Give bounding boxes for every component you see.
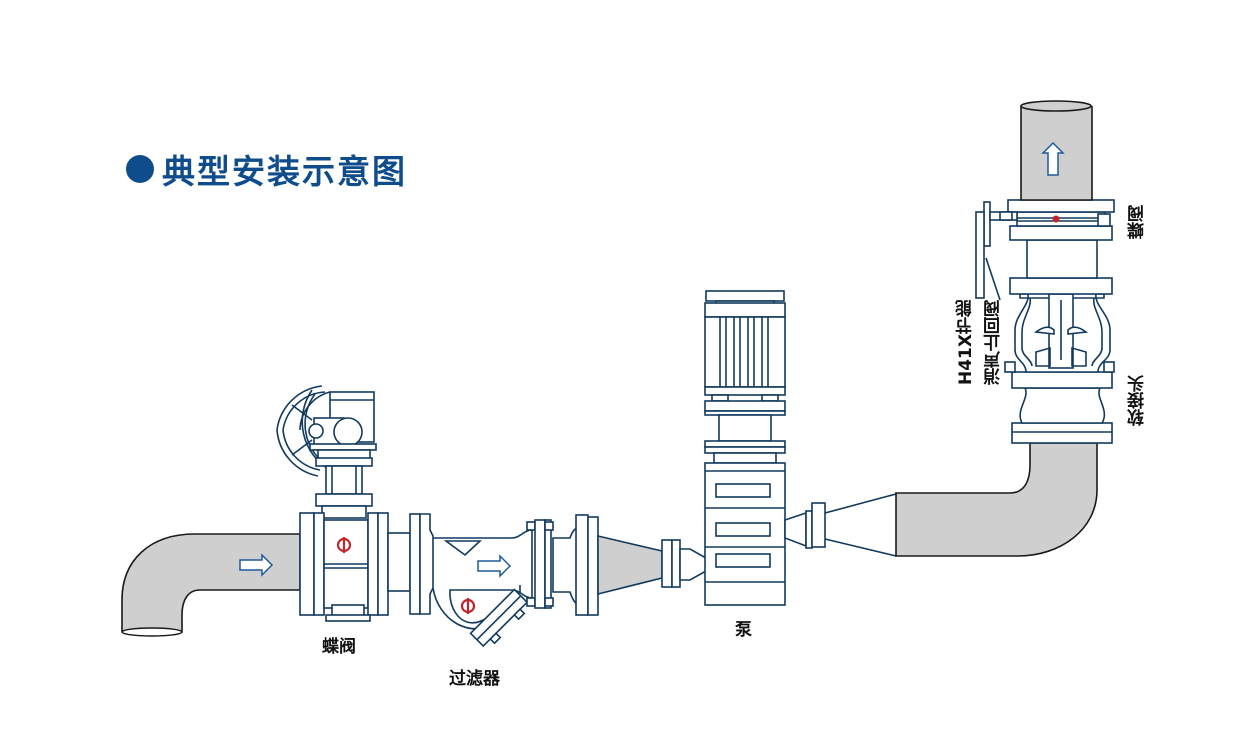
flow-arrow-icon	[239, 553, 274, 577]
title-text: 典型安装示意图	[162, 152, 407, 191]
label-check-valve-line2: 消声止回阀	[984, 300, 1004, 385]
reducer-cone	[597, 534, 663, 596]
label-butterfly-valve: 蝶阀	[322, 637, 356, 657]
y-strainer	[409, 513, 554, 648]
label-flexible-joint: 软接头	[1128, 375, 1148, 426]
outlet-elbow-pipe	[895, 442, 1098, 557]
silent-check-valve	[1004, 277, 1115, 373]
diagram-title: 典型安装示意图	[126, 145, 407, 193]
strainer-marker-icon	[460, 598, 476, 614]
vertical-pump	[704, 290, 786, 606]
label-pump: 泵	[735, 620, 752, 640]
label-butterfly-valve-top: 蝶阀	[1128, 205, 1148, 239]
flexible-joint	[1011, 371, 1113, 444]
title-bullet-icon	[126, 155, 154, 183]
label-strainer: 过滤器	[449, 669, 500, 689]
flow-arrow-up-icon	[1041, 141, 1065, 176]
valve-disc-marker-icon	[336, 537, 352, 553]
butterfly-valve-left	[276, 385, 389, 622]
label-check-valve-line1: H41X节能	[956, 300, 976, 385]
inlet-pipe-opening	[121, 627, 183, 637]
inlet-elbow-pipe	[121, 533, 301, 633]
